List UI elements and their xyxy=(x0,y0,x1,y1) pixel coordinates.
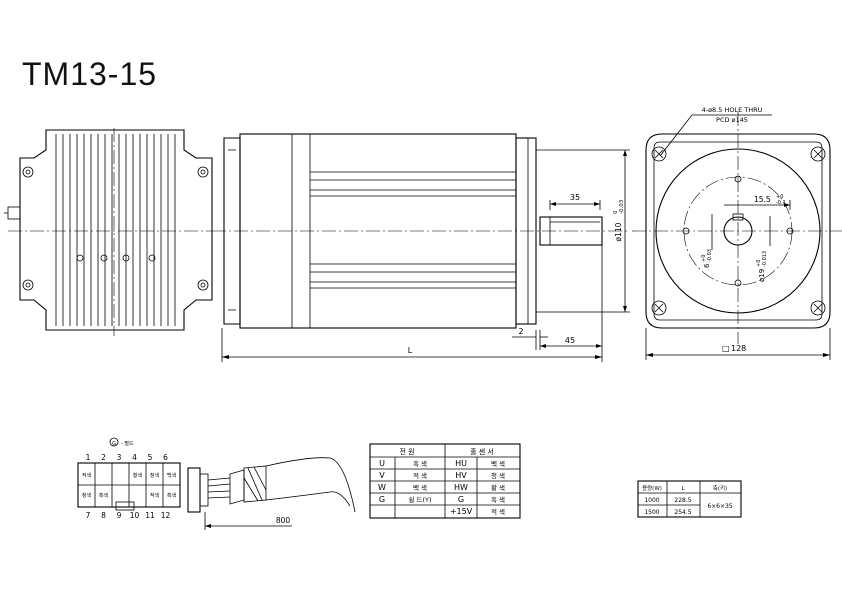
wiring-header-hall: 홀 센 서 xyxy=(470,447,494,456)
spec-capacity-1000: 1000 xyxy=(644,497,659,504)
square-size-label: 128 xyxy=(731,344,746,353)
mounting-hole xyxy=(810,146,826,162)
spec-table: 용량(W) L 축(키) 1000 228.5 1500 254.5 6×6×3… xyxy=(637,480,742,518)
key-width-tol-upper: +0 xyxy=(701,255,707,262)
shaft-diameter-label: ø19 xyxy=(758,269,766,282)
pin-number-top: 2 xyxy=(101,453,106,462)
spec-header-capacity: 용량(W) xyxy=(642,485,662,492)
overall-length-label: L xyxy=(408,346,413,355)
wiring-cell: 쉴 드(Y) xyxy=(408,495,431,504)
pin-color-bottom: 적색 xyxy=(150,492,160,499)
rear-view xyxy=(4,128,213,336)
square-symbol: □ xyxy=(722,344,730,353)
mounting-hole xyxy=(810,300,826,316)
pin-color-top: 적색 xyxy=(82,472,92,479)
pin-number-top: 1 xyxy=(86,453,91,462)
pin-number-bottom: 12 xyxy=(161,511,171,520)
wiring-cell: HW xyxy=(454,483,468,492)
wiring-cell: HU xyxy=(455,459,467,468)
pin-number-bottom: 7 xyxy=(86,511,91,520)
hole-note-line2: PCD ø145 xyxy=(716,116,748,124)
shaft-length-label: 45 xyxy=(565,336,575,345)
pilot-diameter-tol-lower: -0.03 xyxy=(619,199,625,214)
mounting-hole xyxy=(651,146,667,162)
pin-number-top: 6 xyxy=(163,453,168,462)
shaft-diameter-tol-lower: -0.013 xyxy=(762,251,768,267)
pin-number-bottom: 10 xyxy=(130,511,140,520)
key-depth-label: 15.5 xyxy=(754,195,771,204)
side-view: L 35 2 45 ø110 0 -0.03 xyxy=(212,133,630,362)
drawing-title: TM13-15 xyxy=(22,56,158,92)
wiring-cell: V xyxy=(379,471,385,480)
wiring-cell: 흑 색 xyxy=(491,495,505,504)
pin-number-bottom: 8 xyxy=(101,511,106,520)
wiring-cell: G xyxy=(379,495,385,504)
pin-color-bottom: 청색 xyxy=(82,492,92,499)
pin-color-bottom: 흑색 xyxy=(99,492,109,499)
wiring-header-power: 전 원 xyxy=(399,447,414,456)
cable-length-label: 800 xyxy=(276,516,291,525)
cable-diagram: 800 xyxy=(187,457,356,530)
spec-length-1000: 228.5 xyxy=(674,497,691,504)
wiring-cell: W xyxy=(378,483,386,492)
key-width-label: 6 xyxy=(703,263,711,268)
pin-color-top: 청색 xyxy=(150,472,160,479)
wiring-cell: 적 색 xyxy=(413,471,427,480)
pilot-diameter-label: ø110 xyxy=(614,222,623,241)
mounting-hole xyxy=(651,300,667,316)
pin-number-top: 4 xyxy=(132,453,137,462)
key-depth-tol-lower: -0.1 xyxy=(776,200,786,206)
wiring-cell: 청 색 xyxy=(491,471,505,480)
pin-number-top: 3 xyxy=(117,453,122,462)
wiring-cell: 적 색 xyxy=(491,507,505,516)
key-width-tol-lower: -0.03 xyxy=(707,249,713,262)
hole-note-line1: 4-ø8.5 HOLE THRU xyxy=(702,106,763,114)
pin-color-bottom: 흑색 xyxy=(167,492,177,499)
key-depth-tol-upper: +0 xyxy=(776,194,783,200)
flange-gap-label: 2 xyxy=(518,327,523,336)
spec-header-key: 축(키) xyxy=(713,484,727,492)
front-view: 4-ø8.5 HOLE THRU PCD ø145 15.5 +0 -0.1 6… xyxy=(632,106,842,360)
wiring-cell: 백 색 xyxy=(491,459,505,468)
shaft-diameter-tol-upper: +0 xyxy=(756,260,762,267)
cooling-fins xyxy=(55,134,176,326)
wiring-cell: HV xyxy=(455,471,467,480)
wiring-cell: +15V xyxy=(450,507,473,516)
pilot-diameter-tol-upper: 0 xyxy=(613,210,619,214)
pin-color-top: 백색 xyxy=(167,472,177,479)
wiring-table: 전 원 홀 센 서 U 흑 색 HU 백 색 V 적 색 HV 청 색 W 백 색 HW 황 색 G 쉴 … xyxy=(369,443,521,519)
wiring-cell: 백 색 xyxy=(413,483,427,492)
wiring-cell: 황 색 xyxy=(491,483,505,492)
key-length-label: 35 xyxy=(570,193,580,202)
shield-legend-text: - 펄드 xyxy=(121,440,134,447)
wiring-cell: G xyxy=(458,495,464,504)
pin-number-top: 5 xyxy=(148,453,153,462)
pin-number-bottom: 9 xyxy=(117,511,122,520)
spec-length-1500: 254.5 xyxy=(674,509,691,516)
spec-capacity-1500: 1500 xyxy=(644,509,659,516)
spec-header-length: L xyxy=(681,486,685,492)
shield-legend-mark: G xyxy=(112,441,116,447)
wiring-cell: 흑 색 xyxy=(413,459,427,468)
pin-number-bottom: 11 xyxy=(145,511,155,520)
pin-color-top: 황색 xyxy=(133,472,143,479)
wiring-cell: U xyxy=(379,459,385,468)
spec-key-size: 6×6×35 xyxy=(707,503,733,510)
